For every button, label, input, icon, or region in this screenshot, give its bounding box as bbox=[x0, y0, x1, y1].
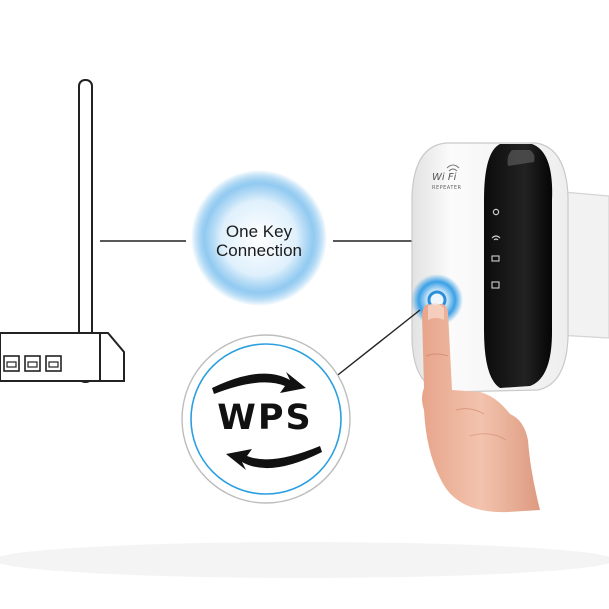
wps-arrow-top-icon bbox=[212, 372, 306, 394]
wifi-logo-icon bbox=[446, 164, 460, 172]
indicator-icons bbox=[491, 208, 501, 289]
router-ports bbox=[3, 355, 62, 372]
wifi-repeater-device bbox=[411, 142, 569, 393]
power-indicator-icon bbox=[492, 208, 500, 216]
wan-indicator-icon bbox=[491, 255, 500, 262]
wps-pointer-line bbox=[333, 309, 421, 379]
one-key-connection-glow bbox=[191, 170, 327, 306]
wifi-indicator-icon bbox=[491, 235, 501, 241]
router bbox=[0, 79, 125, 383]
wps-arrow-bottom-icon bbox=[226, 446, 322, 470]
lan-indicator-icon bbox=[491, 281, 500, 289]
pointing-hand bbox=[422, 303, 540, 513]
wps-badge bbox=[181, 334, 351, 504]
repeater-front-panel bbox=[484, 144, 553, 388]
floor-shadow bbox=[0, 542, 609, 578]
